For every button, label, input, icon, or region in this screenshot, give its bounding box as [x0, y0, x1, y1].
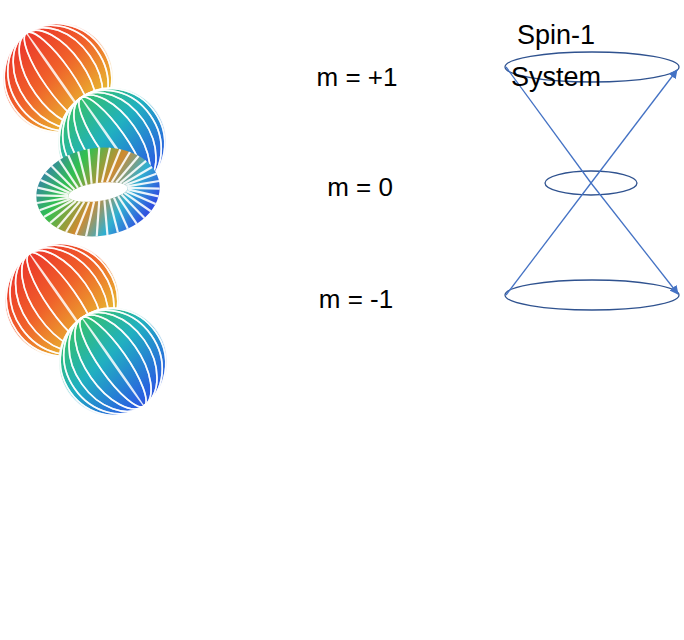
- torus-stripe: [97, 148, 114, 183]
- sphere-stripe: [44, 291, 183, 433]
- sphere-stripe: [60, 302, 166, 421]
- sphere-stripe: [39, 288, 186, 436]
- torus-stripe: [127, 181, 159, 186]
- torus-stripe: [103, 200, 110, 235]
- sphere-stripe: [60, 302, 166, 421]
- spin-vector: [591, 183, 678, 294]
- state-label: m = 0: [327, 172, 393, 203]
- cone-side: [506, 183, 591, 295]
- sphere-stripe: [51, 296, 176, 428]
- torus-stripe: [109, 198, 118, 233]
- torus-stripe: [78, 151, 87, 186]
- state-label: m = +1: [317, 62, 398, 93]
- diagram-title: Spin-1 System: [496, 14, 616, 98]
- torus-stripe: [87, 149, 94, 184]
- torus-stripe: [81, 202, 98, 237]
- sphere-stripe: [51, 296, 176, 428]
- sphere-stripe: [44, 291, 183, 433]
- orbital-torus: [30, 140, 165, 244]
- torus-body: [30, 140, 165, 244]
- spin-vector: [591, 70, 677, 183]
- sphere-stripe: [39, 288, 186, 436]
- orbital-sphere: [38, 287, 188, 437]
- cone-rim: [505, 280, 679, 310]
- sphere-stripe: [82, 317, 145, 406]
- torus-stripe: [118, 194, 137, 226]
- torus-stripe: [37, 198, 69, 203]
- sphere-stripe: [38, 287, 188, 437]
- state-label: m = -1: [319, 284, 393, 315]
- torus-hole: [67, 179, 129, 205]
- torus-stripe: [59, 158, 78, 190]
